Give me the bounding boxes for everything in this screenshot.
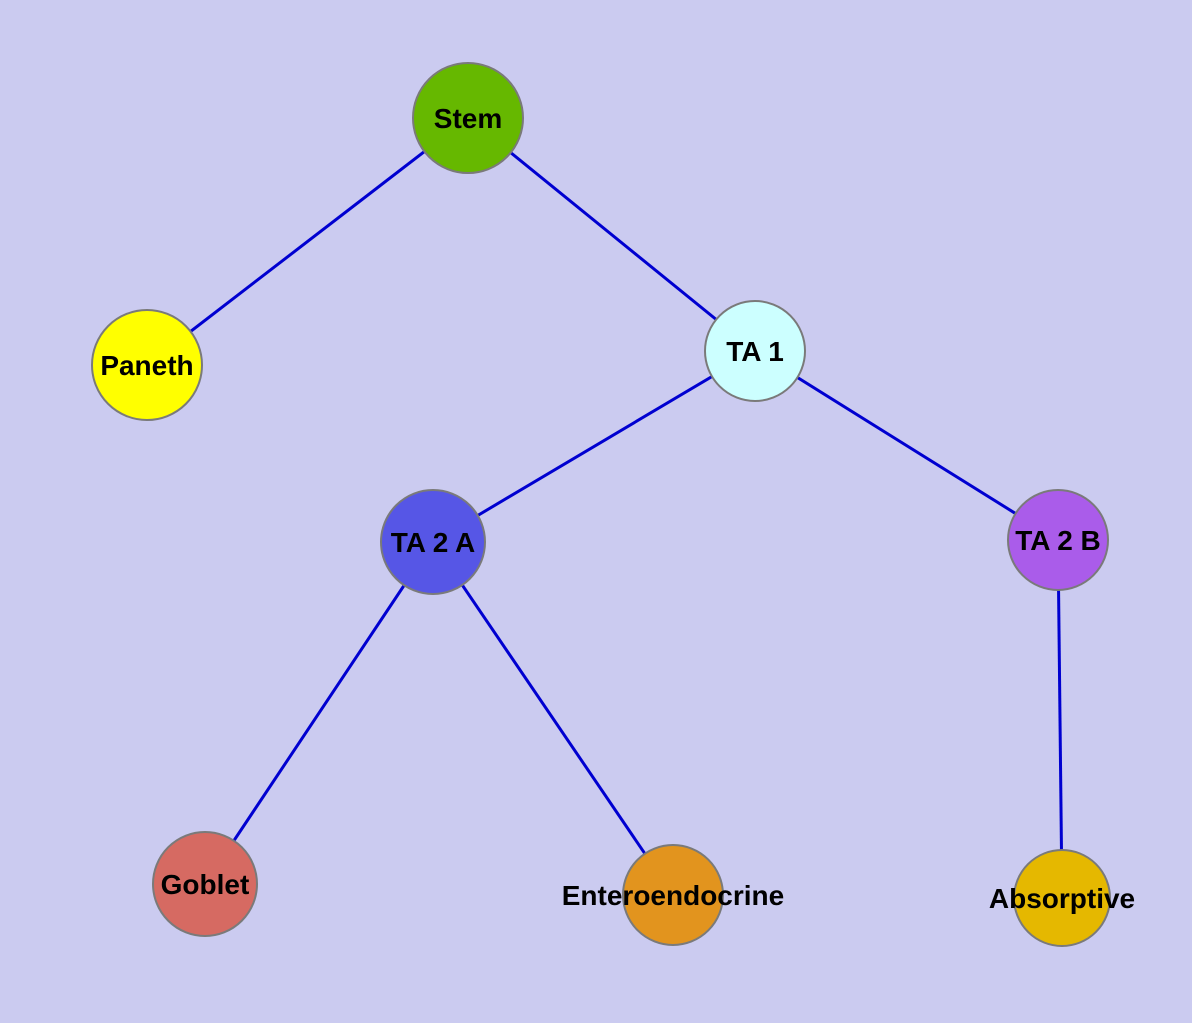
node-circle-ta2b[interactable] <box>1007 489 1109 591</box>
node-circle-paneth[interactable] <box>91 309 203 421</box>
node-circle-ta1[interactable] <box>704 300 806 402</box>
edge-ta2a-enteroendocrine <box>431 541 675 896</box>
node-ta2b[interactable]: TA 2 B <box>1007 489 1109 591</box>
node-ta1[interactable]: TA 1 <box>704 300 806 402</box>
node-circle-goblet[interactable] <box>152 831 258 937</box>
node-circle-absorptive[interactable] <box>1013 849 1111 947</box>
edge-ta2a-goblet <box>203 541 435 885</box>
edge-ta1-ta2a <box>432 349 756 544</box>
node-circle-ta2a[interactable] <box>380 489 486 595</box>
edge-stem-ta1 <box>467 116 756 353</box>
node-circle-stem[interactable] <box>412 62 524 174</box>
node-goblet[interactable]: Goblet <box>152 831 258 937</box>
edge-stem-paneth <box>146 116 469 367</box>
node-absorptive[interactable]: Absorptive <box>989 849 1135 947</box>
node-circle-enteroendocrine[interactable] <box>622 844 724 946</box>
edge-ta2b-absorptive <box>1056 539 1064 899</box>
node-ta2a[interactable]: TA 2 A <box>380 489 486 595</box>
edges-layer <box>146 116 1064 899</box>
node-stem[interactable]: Stem <box>412 62 524 174</box>
edge-ta1-ta2b <box>754 349 1059 542</box>
node-paneth[interactable]: Paneth <box>91 309 203 421</box>
node-enteroendocrine[interactable]: Enteroendocrine <box>562 844 784 946</box>
